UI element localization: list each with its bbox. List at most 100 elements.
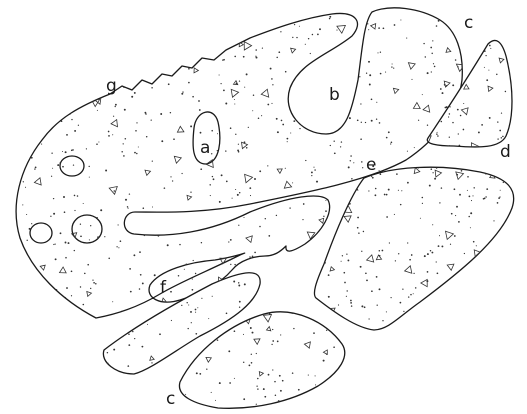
- stipple-dot: [514, 204, 515, 205]
- stipple-dot: [151, 119, 152, 120]
- stipple-dot: [513, 252, 515, 254]
- stipple-dot: [220, 83, 221, 84]
- stipple-dot: [15, 292, 17, 294]
- stipple-dot: [299, 128, 300, 129]
- stipple-dot: [469, 40, 471, 42]
- stipple-dot: [195, 273, 196, 274]
- stipple-dot: [21, 58, 23, 60]
- stipple-dot: [478, 302, 480, 304]
- stipple-dot: [181, 173, 182, 174]
- stipple-dot: [371, 176, 372, 177]
- stipple-dot: [23, 181, 24, 182]
- stipple-dot: [391, 141, 393, 143]
- stipple-dot: [239, 80, 240, 81]
- stipple-dot: [457, 109, 459, 111]
- stipple-dot: [361, 251, 362, 252]
- stipple-dot: [174, 34, 176, 36]
- stipple-dot: [282, 124, 284, 126]
- stipple-dot: [170, 112, 171, 113]
- stipple-dot: [188, 328, 189, 329]
- stipple-dot: [305, 310, 306, 311]
- stipple-dot: [441, 290, 442, 291]
- stipple-dot: [188, 82, 190, 84]
- stipple-dot: [19, 325, 20, 326]
- stipple-dot: [237, 26, 238, 27]
- stipple-dot: [491, 321, 492, 322]
- stipple-dot: [518, 215, 520, 217]
- stipple-dot: [251, 314, 253, 316]
- stipple-dot: [464, 48, 466, 50]
- stipple-dot: [112, 377, 114, 379]
- stipple-dot: [277, 131, 279, 133]
- stipple-dot: [120, 240, 122, 242]
- stipple-dot: [128, 328, 130, 330]
- stipple-dot: [92, 279, 93, 280]
- stipple-dot: [441, 121, 443, 123]
- stipple-dot: [347, 290, 348, 291]
- stipple-dot: [54, 243, 55, 244]
- stipple-dot: [200, 168, 202, 170]
- aggregate-triangle: [162, 54, 167, 59]
- stipple-dot: [350, 324, 352, 326]
- stipple-dot: [516, 174, 517, 175]
- stipple-dot: [217, 133, 218, 134]
- stipple-dot: [434, 66, 436, 68]
- hole-left-upper: [60, 156, 84, 176]
- stipple-dot: [134, 92, 136, 94]
- stipple-dot: [413, 293, 414, 294]
- stipple-dot: [51, 33, 53, 35]
- stipple-dot: [260, 287, 262, 289]
- stipple-dot: [358, 232, 360, 234]
- stipple-dot: [79, 20, 80, 21]
- stipple-dot: [437, 272, 439, 274]
- stipple-dot: [114, 49, 116, 51]
- stipple-dot: [234, 330, 236, 332]
- stipple-dot: [50, 216, 51, 217]
- aggregate-triangle: [83, 24, 89, 30]
- stipple-dot: [127, 206, 128, 207]
- stipple-dot: [212, 176, 213, 177]
- stipple-dot: [17, 256, 18, 257]
- stipple-dot: [339, 212, 341, 214]
- stipple-dot: [17, 261, 18, 262]
- stipple-dot: [321, 97, 323, 99]
- stipple-dot: [48, 31, 49, 32]
- stipple-dot: [454, 188, 456, 190]
- stipple-dot: [455, 59, 457, 61]
- stipple-dot: [66, 47, 67, 48]
- stipple-dot: [484, 67, 485, 68]
- stipple-dot: [31, 48, 33, 50]
- stipple-dot: [31, 223, 32, 224]
- stipple-dot: [195, 333, 197, 335]
- stipple-dot: [499, 130, 501, 132]
- stipple-dot: [238, 268, 240, 270]
- stipple-dot: [368, 190, 369, 191]
- stipple-dot: [436, 134, 437, 135]
- stipple-dot: [293, 120, 295, 122]
- stipple-dot: [478, 310, 480, 312]
- stipple-dot: [219, 74, 220, 75]
- stipple-dot: [322, 313, 323, 314]
- stipple-dot: [330, 145, 331, 146]
- stipple-dot: [234, 103, 235, 104]
- stipple-dot: [340, 146, 341, 147]
- stipple-dot: [197, 307, 198, 308]
- stipple-dot: [317, 237, 318, 238]
- stipple-dot: [26, 214, 27, 215]
- stipple-dot: [30, 30, 32, 32]
- label-a: a: [200, 138, 210, 158]
- stipple-dot: [241, 316, 242, 317]
- stipple-dot: [518, 216, 519, 217]
- stipple-dot: [321, 307, 322, 308]
- stipple-dot: [313, 316, 315, 318]
- stipple-dot: [53, 198, 54, 199]
- stipple-dot: [211, 130, 213, 132]
- stipple-dot: [59, 75, 61, 77]
- stipple-dot: [298, 275, 300, 277]
- stipple-dot: [518, 257, 519, 258]
- stipple-dot: [74, 130, 76, 132]
- stipple-dot: [244, 34, 246, 36]
- stipple-dot: [364, 306, 366, 308]
- stipple-dot: [411, 254, 413, 256]
